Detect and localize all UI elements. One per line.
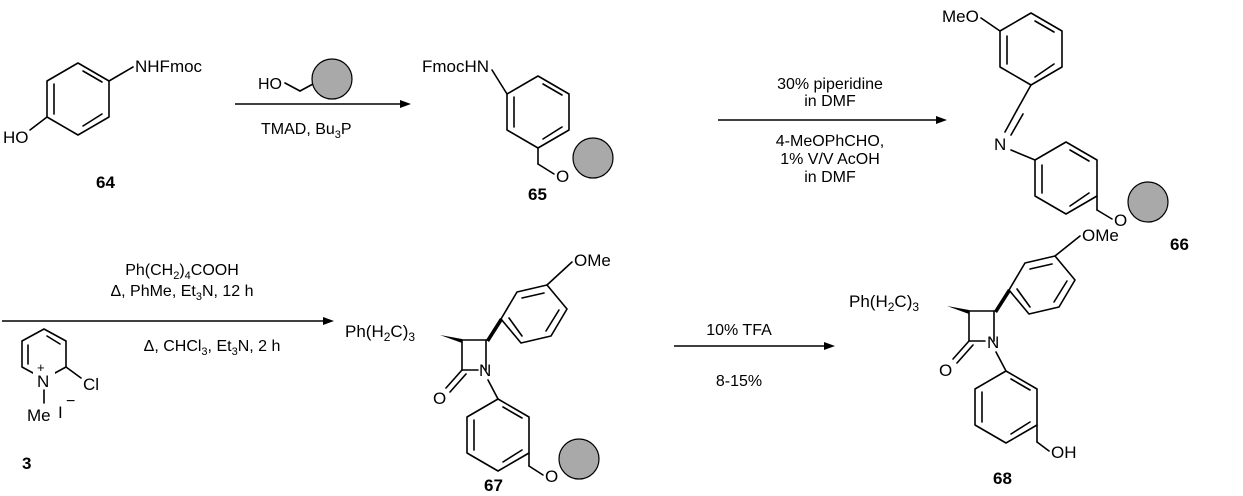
compound-64: NHFmoc HO 64 bbox=[3, 57, 203, 192]
compound-number-67: 67 bbox=[484, 476, 503, 495]
resin-bead-icon bbox=[1127, 181, 1169, 223]
carbonyl-oxygen-label: O bbox=[433, 389, 446, 408]
carbonyl-oxygen-label: O bbox=[939, 361, 952, 380]
benzene-ring-66-top bbox=[999, 12, 1063, 86]
chloro-label: Cl bbox=[83, 375, 99, 394]
condition-phenylpentanoic-acid: Ph(CH bbox=[125, 262, 173, 279]
resin-bead-icon bbox=[311, 58, 353, 100]
benzene-ring-66-bottom bbox=[1034, 141, 1098, 215]
phenylpropyl-label: Ph(H bbox=[345, 322, 384, 341]
compound-number-3: 3 bbox=[22, 454, 31, 473]
reagent-hydroxymethyl-resin-label: HO bbox=[258, 76, 282, 93]
benzene-ring-68-bottom bbox=[974, 370, 1038, 444]
reaction-step-2: 30% piperidine in DMF 4-MeOPhCHO, 1% V/V… bbox=[718, 76, 947, 186]
compound-66: MeO N O 66 bbox=[942, 7, 1189, 254]
lactam-nitrogen-label: N bbox=[987, 333, 999, 352]
nhfmoc-label: NHFmoc bbox=[135, 57, 203, 76]
benzene-ring-67-top bbox=[500, 284, 568, 344]
svg-text:Ph(CH2)4COOH: Ph(CH2)4COOH bbox=[125, 262, 239, 282]
svg-text:Ph(H2C)3: Ph(H2C)3 bbox=[849, 292, 919, 314]
methoxy-label: MeO bbox=[942, 7, 979, 26]
iodide-label: I bbox=[58, 403, 63, 422]
condition-tfa: 10% TFA bbox=[706, 322, 772, 339]
compound-number-65: 65 bbox=[528, 185, 547, 204]
arrowhead-icon bbox=[936, 116, 947, 124]
svg-text:Δ, CHCl3, Et3N, 2 h: Δ, CHCl3, Et3N, 2 h bbox=[144, 338, 281, 358]
wedge-bond-icon bbox=[994, 289, 1011, 313]
benzene-ring-65 bbox=[506, 75, 570, 149]
fmochn-label: FmocHN bbox=[422, 57, 489, 76]
hydroxyl-label: OH bbox=[1051, 443, 1077, 462]
svg-text:Ph(H2C)3: Ph(H2C)3 bbox=[345, 322, 415, 344]
condition-toluene-reflux: Δ, PhMe, Et bbox=[110, 283, 196, 300]
positive-charge-label: + bbox=[37, 360, 45, 375]
reaction-step-4: 10% TFA 8-15% bbox=[674, 322, 835, 390]
wedge-bond-icon bbox=[947, 306, 969, 314]
condition-piperidine: 30% piperidine bbox=[777, 76, 883, 93]
reaction-step-3: Ph(CH2)4COOH Δ, PhMe, Et3N, 12 h Δ, CHCl… bbox=[2, 262, 334, 473]
resin-bead-icon bbox=[572, 137, 614, 179]
ether-oxygen-label: O bbox=[556, 167, 569, 186]
svg-text:TMAD, Bu3P: TMAD, Bu3P bbox=[261, 121, 352, 141]
lactam-nitrogen-label: N bbox=[479, 361, 491, 380]
methoxy-label: OMe bbox=[574, 251, 611, 270]
condition-dmf-1: in DMF bbox=[804, 93, 856, 110]
phenylpropyl-label: Ph(H bbox=[849, 292, 888, 311]
compound-number-64: 64 bbox=[96, 173, 115, 192]
condition-anisaldehyde: 4-MeOPhCHO, bbox=[776, 133, 884, 150]
benzene-ring-64 bbox=[46, 62, 110, 136]
ether-oxygen-label: O bbox=[545, 467, 558, 486]
resin-bead-icon bbox=[558, 438, 600, 480]
compound-67: Ph(H2C)3 O N OMe bbox=[345, 251, 611, 495]
compound-3: Cl N + Me I − 3 bbox=[21, 328, 99, 473]
negative-charge-label: − bbox=[66, 393, 75, 410]
methoxy-label: OMe bbox=[1082, 226, 1119, 245]
arrowhead-icon bbox=[400, 100, 411, 108]
compound-number-68: 68 bbox=[993, 469, 1012, 488]
benzene-ring-67-bottom bbox=[466, 398, 530, 472]
imine-nitrogen-label: N bbox=[994, 135, 1006, 154]
methyl-label: Me bbox=[27, 406, 51, 425]
condition-dmf-2: in DMF bbox=[804, 169, 856, 186]
condition-chloroform-reflux: Δ, CHCl bbox=[144, 338, 202, 355]
svg-text:Δ, PhMe, Et3N, 12 h: Δ, PhMe, Et3N, 12 h bbox=[110, 283, 253, 303]
azetidinone-ring-67 bbox=[461, 339, 487, 371]
compound-number-66: 66 bbox=[1170, 235, 1189, 254]
hydroxyl-label: HO bbox=[3, 128, 29, 147]
arrowhead-icon bbox=[323, 317, 334, 325]
condition-tmad-bu: TMAD, Bu bbox=[261, 121, 335, 138]
condition-acetic-acid: 1% V/V AcOH bbox=[780, 151, 880, 168]
arrowhead-icon bbox=[824, 342, 835, 350]
reaction-step-1: HO TMAD, Bu3P bbox=[235, 58, 411, 141]
compound-68: Ph(H2C)3 O N OMe OH 6 bbox=[849, 226, 1119, 488]
pyridinium-nitrogen-label: N bbox=[37, 372, 49, 391]
azetidinone-ring-68 bbox=[968, 310, 995, 342]
yield-label: 8-15% bbox=[716, 373, 762, 390]
wedge-bond-icon bbox=[486, 318, 503, 342]
benzene-ring-68-top bbox=[1008, 255, 1076, 315]
wedge-bond-icon bbox=[440, 335, 462, 343]
ether-oxygen-label: O bbox=[1114, 211, 1127, 230]
compound-65: FmocHN O 65 bbox=[422, 57, 614, 204]
